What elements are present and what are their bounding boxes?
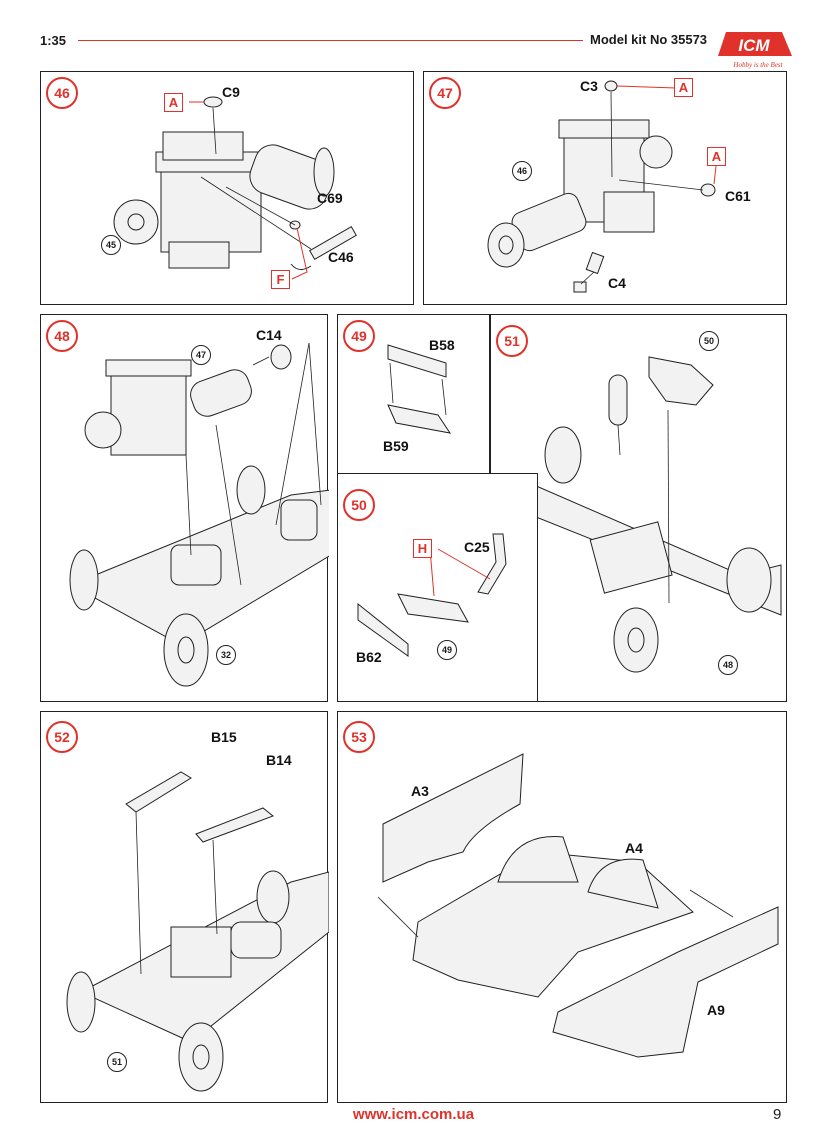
page-number: 9 [773, 1106, 782, 1123]
step-47-panel: 47 C3 A A C61 C4 46 [423, 71, 787, 305]
step-48-panel: 48 C14 47 32 [40, 314, 329, 703]
part-label-b58: B58 [429, 337, 455, 353]
scale-label: 1:35 [40, 33, 67, 48]
part-label-c69: C69 [317, 190, 343, 206]
step-46-panel: 46 A C9 C69 C46 F 45 [40, 71, 414, 305]
part-label-b14: B14 [266, 752, 292, 768]
part-label-c3: C3 [580, 78, 598, 94]
step-51-panel: 51 50 48 [490, 314, 787, 702]
step-number: 53 [343, 721, 375, 753]
step-49-panel: 49 B58 B59 [337, 314, 490, 474]
part-label-b15: B15 [211, 729, 237, 745]
header-rule [78, 40, 583, 41]
part-label-c9: C9 [222, 84, 240, 100]
icm-logo: ICM Hobby is the Best [712, 26, 798, 72]
part-label-b62: B62 [356, 649, 382, 665]
step-number: 52 [46, 721, 78, 753]
step-reference-46: 46 [512, 161, 532, 181]
step-53-panel: 53 A3 A4 A9 [337, 711, 787, 1103]
glue-marker-f: F [271, 270, 290, 289]
part-label-c25: C25 [464, 539, 490, 555]
svg-text:ICM: ICM [738, 36, 770, 55]
kit-number: Model kit No 35573 [590, 32, 708, 47]
exhaust-on-chassis-drawing [491, 315, 788, 703]
muffler-drawing [338, 474, 539, 703]
step-reference-32: 32 [216, 645, 236, 665]
part-label-a4: A4 [625, 840, 643, 856]
glue-marker-h: H [413, 539, 432, 558]
step-reference-49: 49 [437, 640, 457, 660]
glue-marker-a: A [164, 93, 183, 112]
step-reference-48: 48 [718, 655, 738, 675]
step-number: 47 [429, 77, 461, 109]
step-50-panel: 50 H C25 B62 49 [337, 473, 538, 702]
step-number: 49 [343, 320, 375, 352]
part-label-c46: C46 [328, 249, 354, 265]
part-label-c4: C4 [608, 275, 626, 291]
step-number: 51 [496, 325, 528, 357]
part-label-c61: C61 [725, 188, 751, 204]
website-link[interactable]: www.icm.com.ua [352, 1106, 475, 1123]
part-label-a3: A3 [411, 783, 429, 799]
part-label-a9: A9 [707, 1002, 725, 1018]
part-label-b59: B59 [383, 438, 409, 454]
engine-drawing [41, 72, 415, 306]
step-52-panel: 52 B15 B14 51 [40, 711, 329, 1104]
part-label-c14: C14 [256, 327, 282, 343]
step-number: 50 [343, 489, 375, 521]
engine-into-chassis-drawing [41, 315, 329, 703]
body-floor-drawing [338, 712, 788, 1104]
step-number: 46 [46, 77, 78, 109]
step-number: 48 [46, 320, 78, 352]
svg-text:Hobby is the Best: Hobby is the Best [732, 61, 783, 69]
step-reference-45: 45 [101, 235, 121, 255]
glue-marker-a: A [674, 78, 693, 97]
glue-marker-a: A [707, 147, 726, 166]
step-reference-50: 50 [699, 331, 719, 351]
exhaust-bracket-drawing [338, 315, 491, 475]
step-reference-51: 51 [107, 1052, 127, 1072]
step-reference-47: 47 [191, 345, 211, 365]
brackets-on-chassis-drawing [41, 712, 329, 1104]
engine-gearbox-drawing [424, 72, 788, 306]
